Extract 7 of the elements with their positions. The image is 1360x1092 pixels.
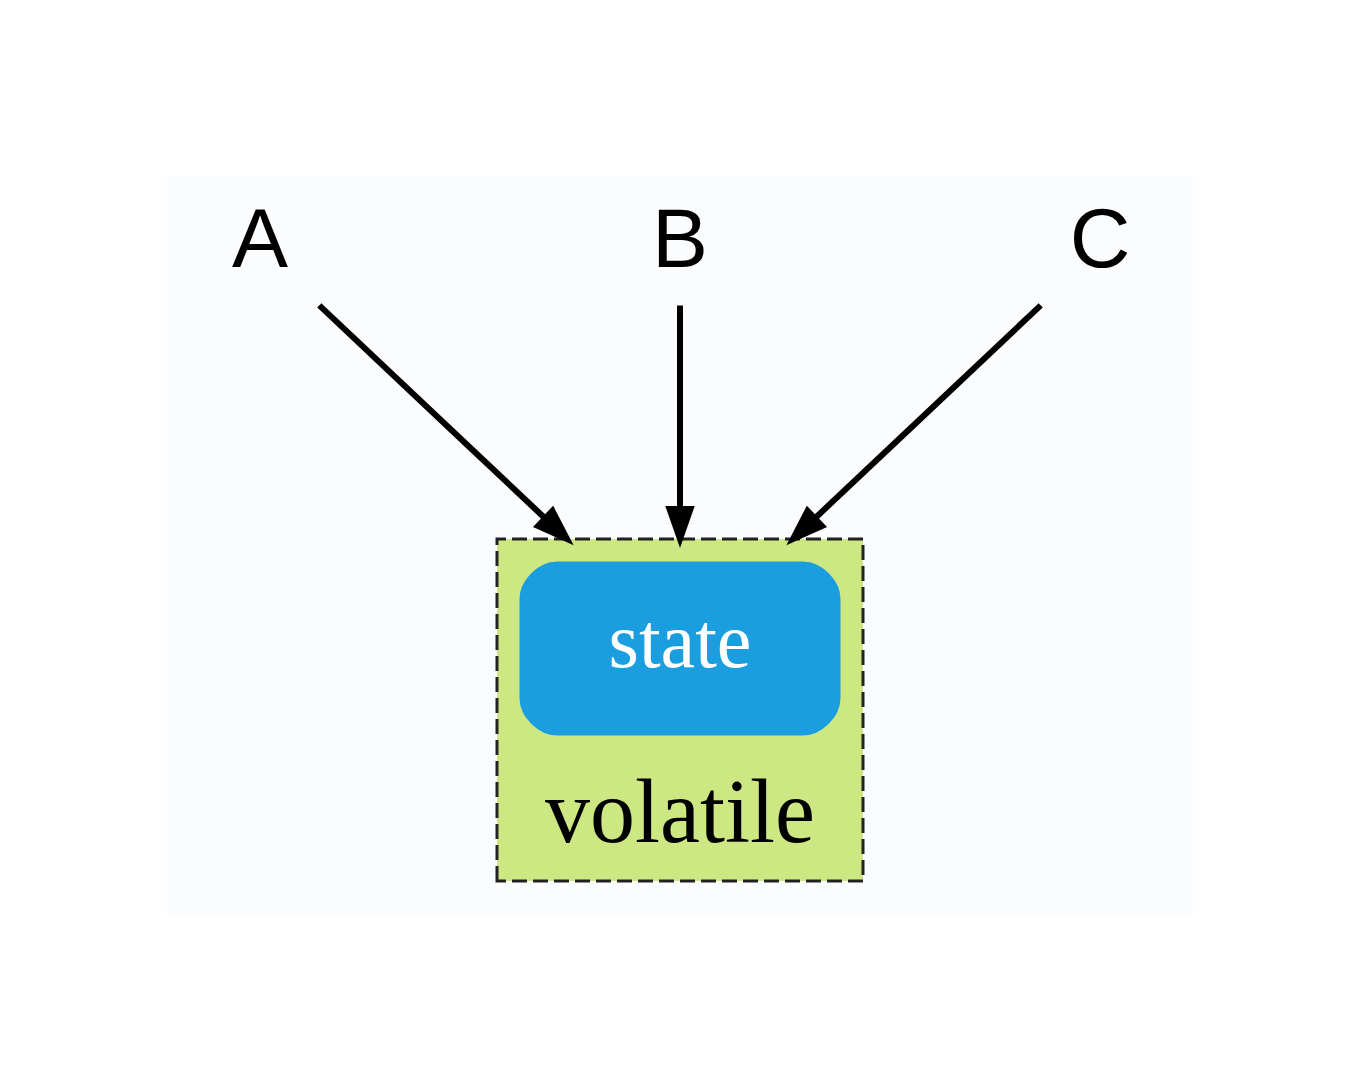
arrow (665, 304, 695, 548)
node-text: B (651, 190, 709, 285)
node-text: A (231, 190, 289, 285)
arrow (317, 302, 574, 545)
node-text: C (1069, 190, 1131, 285)
arrow (786, 302, 1043, 545)
node-box: state (519, 561, 841, 735)
